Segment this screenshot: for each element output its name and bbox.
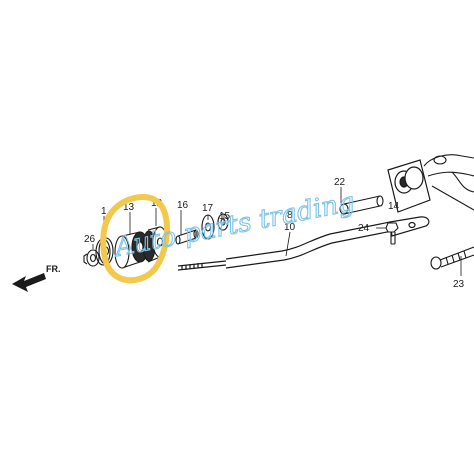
label-26: 26	[84, 234, 96, 245]
label-17: 17	[202, 203, 214, 214]
label-15: 15	[219, 211, 231, 222]
direction-label: FR.	[46, 264, 61, 274]
part-26-nut	[83, 249, 100, 267]
label-16: 16	[177, 200, 189, 211]
label-14: 14	[388, 201, 400, 212]
label-23: 23	[453, 279, 465, 290]
part-14-bracket	[387, 159, 431, 213]
label-24: 24	[358, 223, 370, 234]
part-23-bolt	[430, 246, 474, 270]
part-16-collar	[175, 229, 199, 245]
upper-linkage	[423, 154, 474, 211]
part-22-bolt	[339, 195, 384, 215]
part-10-rod	[177, 216, 430, 271]
label-10: 10	[284, 222, 296, 233]
highlight-circle	[100, 193, 170, 284]
label-13: 13	[123, 202, 135, 213]
front-arrow-icon	[12, 273, 46, 292]
part-15-nut	[217, 213, 229, 231]
label-22: 22	[334, 177, 346, 188]
label-1: 1	[101, 206, 107, 217]
label-8: 8	[287, 210, 293, 221]
